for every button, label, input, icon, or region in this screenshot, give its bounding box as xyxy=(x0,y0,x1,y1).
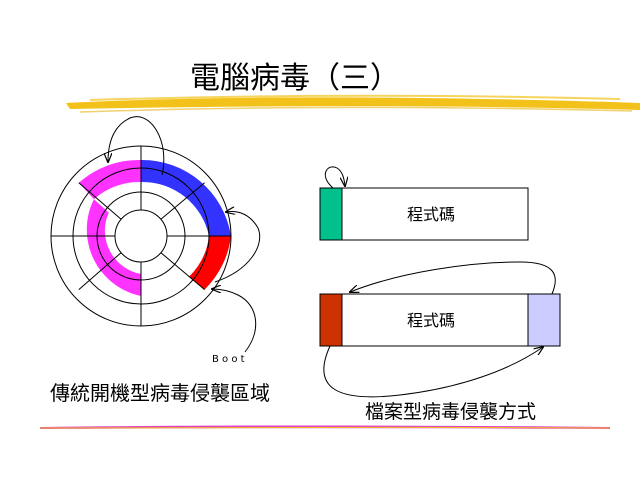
virus-block-lavender xyxy=(527,293,561,347)
title-underline-brush xyxy=(66,94,640,113)
slide-title: 電腦病毒（三） xyxy=(190,61,400,96)
file-code-block-top xyxy=(319,187,529,241)
file-arrow-top xyxy=(324,166,345,189)
disk-arrow-top-loop xyxy=(108,116,165,176)
disk-sector-red-outer xyxy=(189,236,231,290)
disk-arrow-right-loop xyxy=(214,212,261,283)
boot-label: B o o t xyxy=(212,354,245,365)
disk-sector-blue-outer xyxy=(141,159,231,236)
file-diagram-bottom: 程式碼 xyxy=(319,261,561,398)
disk-diagram xyxy=(50,145,232,327)
bottom-underline-brush xyxy=(39,425,611,429)
file-code-label-bottom: 程式碼 xyxy=(407,311,455,330)
disk-arrow-boot xyxy=(212,289,257,353)
file-arrow-bottom-upper xyxy=(350,261,556,295)
virus-block-green xyxy=(319,187,343,241)
disk-track-magenta-middle xyxy=(86,199,141,296)
virus-block-darkred xyxy=(319,293,343,347)
file-code-label-top: 程式碼 xyxy=(407,205,455,224)
file-arrow-bottom-lower xyxy=(323,346,543,398)
file-infection-caption: 檔案型病毒侵襲方式 xyxy=(365,401,536,423)
file-diagram-top: 程式碼 xyxy=(319,166,529,241)
file-code-block-bottom xyxy=(319,293,561,347)
boot-sector-caption: 傳統開機型病毒侵襲區域 xyxy=(50,381,270,405)
